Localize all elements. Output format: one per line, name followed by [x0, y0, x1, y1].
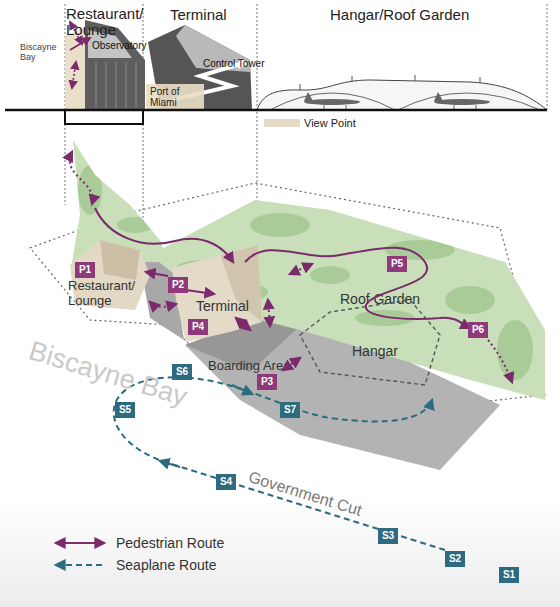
callout-number: S1	[499, 567, 519, 583]
legend-line-sample	[56, 564, 104, 566]
legend-text: Seaplane Route	[116, 557, 216, 573]
mullion	[136, 62, 137, 108]
area-shade	[185, 318, 300, 372]
airplane-silhouette	[434, 92, 490, 110]
green-blob	[250, 213, 310, 237]
part-label: Observatory	[92, 40, 146, 52]
callout-number: S2	[445, 551, 465, 567]
terminal-area: Terminal	[172, 245, 262, 342]
legend-line-sample	[56, 542, 104, 544]
area-label: Roof Garden	[340, 291, 420, 307]
legend-text: Pedestrian Route	[116, 535, 224, 551]
water-label: Government Cut	[246, 468, 364, 520]
pedestrian-arrow	[72, 62, 76, 88]
callout-number: S3	[378, 528, 398, 544]
window-mullions	[96, 62, 136, 108]
tail-fin	[304, 92, 313, 101]
roof-figure	[480, 77, 481, 83]
wing	[326, 102, 340, 104]
mullion	[116, 62, 117, 108]
green-blob	[385, 240, 455, 260]
mullion	[96, 62, 97, 108]
water-label: Biscayne Bay	[20, 42, 60, 62]
restaurant-area: Restaurant/ Lounge	[70, 240, 150, 310]
area-shade	[100, 240, 140, 280]
part-label: View Point	[304, 117, 356, 130]
fuselage	[434, 99, 490, 105]
legend-row: Seaplane Route	[52, 554, 224, 576]
circulation-arrowhead	[238, 58, 248, 69]
legend-swatch	[52, 536, 108, 550]
part-label: Port of Miami	[150, 86, 195, 108]
section-heading: Hangar/Roof Garden	[330, 6, 469, 23]
area-label: Boarding Area	[208, 358, 290, 373]
area-label: Hangar	[352, 343, 398, 359]
view-point-swatch	[264, 119, 300, 127]
green-blob	[175, 260, 225, 280]
pedestrian-route	[70, 152, 93, 204]
callout-number: S4	[216, 474, 236, 490]
part-label: Control Tower	[203, 58, 265, 70]
hangar-outline: Hangar	[300, 300, 440, 385]
area-outline	[185, 310, 500, 470]
basement-outline	[65, 110, 143, 124]
roof-figure	[352, 76, 353, 82]
green-blob	[78, 165, 102, 215]
hangar-roof	[257, 80, 547, 110]
airplane-silhouette	[304, 92, 360, 110]
section-heading: Terminal	[170, 6, 227, 23]
bottom-fade	[0, 500, 560, 607]
roof-figures	[300, 75, 480, 90]
area-label: Terminal	[196, 298, 249, 314]
legend-row: Pedestrian Route	[52, 532, 224, 554]
pedestrian-arrow	[150, 302, 176, 307]
seaplane-arrow	[160, 461, 180, 467]
divider-line	[547, 4, 548, 110]
pedestrian-arrow	[70, 38, 90, 50]
pedestrian-arrow	[70, 22, 82, 44]
observatory-glass	[65, 28, 88, 110]
fuselage	[304, 99, 360, 105]
water-label: Biscayne Bay	[26, 336, 191, 412]
area-shape	[172, 245, 262, 342]
area-shape	[300, 300, 440, 385]
callout-number: S5	[115, 402, 135, 418]
port-band	[146, 84, 204, 109]
callout-number: S6	[172, 364, 192, 380]
roof-figure	[300, 84, 301, 90]
green-blob	[232, 284, 268, 300]
section-heading: Restaurant/ Lounge	[66, 6, 150, 38]
green-blob	[497, 320, 533, 380]
legend: Pedestrian RouteSeaplane Route	[52, 532, 224, 576]
wing	[456, 102, 470, 104]
area-label: Restaurant/ Lounge	[68, 278, 143, 308]
roof-figure	[415, 75, 416, 81]
green-blob	[310, 266, 350, 284]
section-pedestrian-arrows	[70, 22, 90, 88]
mullion	[126, 62, 127, 108]
green-blob	[117, 217, 153, 233]
restaurant-glazing	[88, 30, 132, 58]
mullion	[106, 62, 107, 108]
control-tower-face	[176, 25, 250, 72]
green-blob	[355, 310, 415, 326]
tail-fin	[434, 92, 443, 101]
hangar-vaults	[270, 93, 540, 110]
legend-swatch	[52, 558, 108, 572]
restaurant-building	[85, 20, 145, 110]
green-blob	[445, 286, 495, 314]
